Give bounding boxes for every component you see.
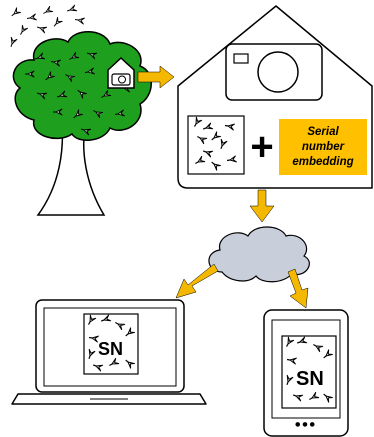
arrow-to-tablet bbox=[287, 268, 309, 309]
arrow-to-laptop bbox=[175, 263, 219, 299]
embedding-label-line3: embedding bbox=[292, 155, 354, 168]
tablet-sn-watermark: SN bbox=[296, 368, 324, 390]
embedding-label-line2: number bbox=[301, 140, 345, 153]
arrow-to-house bbox=[137, 65, 175, 89]
plus-sign: + bbox=[250, 125, 273, 169]
laptop-image bbox=[83, 313, 139, 375]
tablet-home-dots: ●●● bbox=[295, 421, 317, 428]
camera-trap-icon bbox=[107, 56, 135, 89]
arrow-to-cloud bbox=[249, 189, 275, 223]
laptop-sn-watermark: SN bbox=[98, 339, 124, 359]
captured-image bbox=[187, 115, 245, 175]
tablet-image bbox=[281, 335, 337, 409]
cloud-icon bbox=[208, 226, 310, 283]
tree-icon bbox=[12, 31, 152, 141]
serial-number-embedding-box: Serial number embedding bbox=[279, 119, 367, 175]
camera-icon bbox=[225, 43, 323, 101]
embedding-label-line1: Serial bbox=[307, 125, 339, 138]
tree-trunk bbox=[36, 121, 106, 216]
